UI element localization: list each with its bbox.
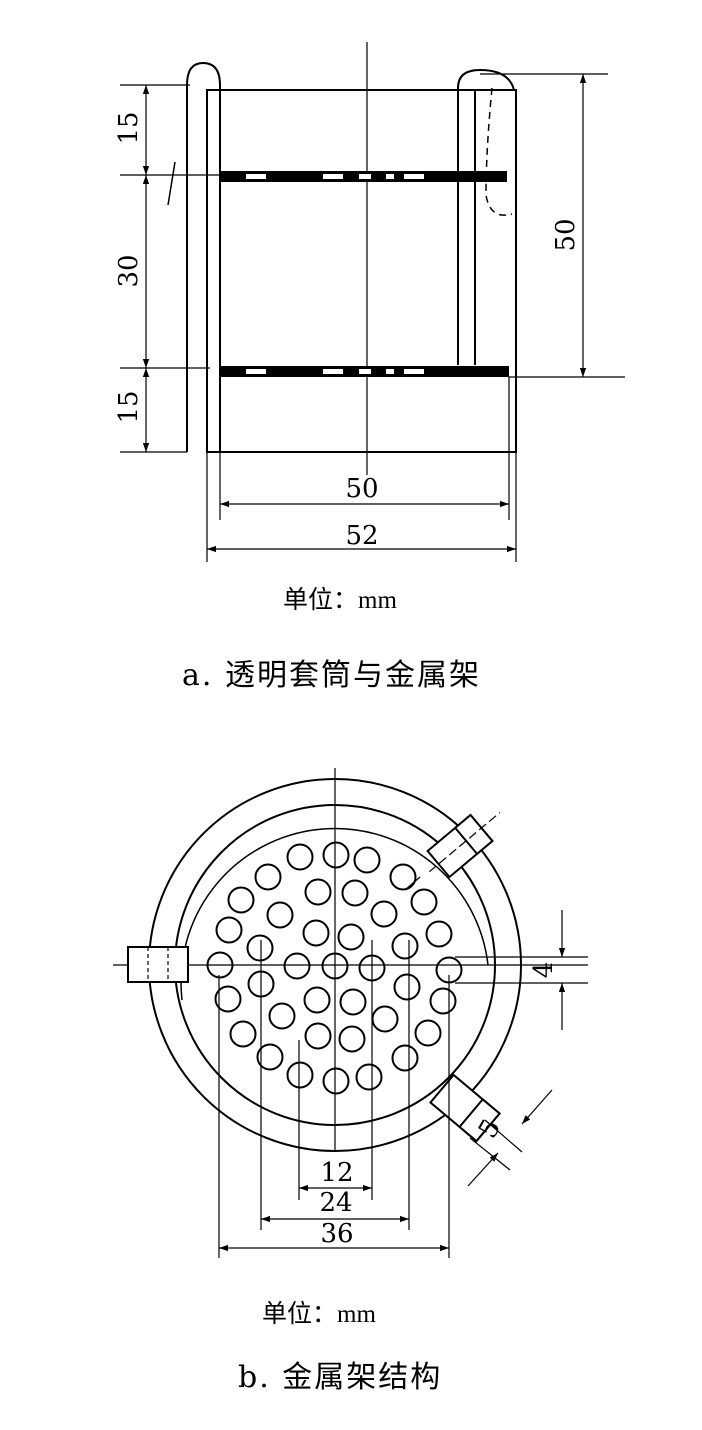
dim-outer-width: 52 [345, 521, 378, 551]
figure-a-sleeve-and-rack [120, 42, 625, 562]
tab-width-dimension [467, 1089, 553, 1187]
transparent-sleeve [206, 89, 517, 453]
left-tab [127, 946, 189, 983]
bottom-extension-lines [218, 940, 450, 1258]
right-dimension [480, 73, 625, 378]
dim-height: 50 [551, 218, 581, 251]
caption-b: b. 金属架结构 [238, 1360, 443, 1395]
dim-ring-36: 36 [320, 1219, 353, 1249]
figure-b-rack-structure [113, 768, 588, 1258]
dim-ring-12: 12 [320, 1158, 353, 1188]
left-rod-hook [186, 61, 221, 452]
bottom-dimension-lines [219, 1184, 449, 1252]
hole-diameter-dimension [455, 910, 588, 1030]
upper-right-tab [426, 812, 501, 879]
left-dimension-chain [120, 84, 220, 453]
dim-inner-width: 50 [345, 474, 378, 504]
unit-label-a: 单位：mm [283, 587, 397, 614]
bottom-dimensions [206, 377, 517, 562]
perforation-holes [206, 841, 463, 1095]
lower-right-tab [429, 1073, 501, 1143]
dim-bottom-gap: 15 [114, 390, 144, 423]
inner-groove [180, 827, 489, 1001]
caption-a: a. 透明套筒与金属架 [182, 658, 481, 693]
right-rod-hook [457, 68, 515, 365]
dim-hole-diameter: 4 [529, 962, 559, 979]
unit-label-b: 单位：mm [262, 1301, 376, 1328]
dim-middle-gap: 30 [114, 254, 144, 287]
right-rod-hidden [485, 87, 513, 216]
dim-top-gap: 15 [114, 111, 144, 144]
dim-ring-24: 24 [319, 1188, 352, 1218]
